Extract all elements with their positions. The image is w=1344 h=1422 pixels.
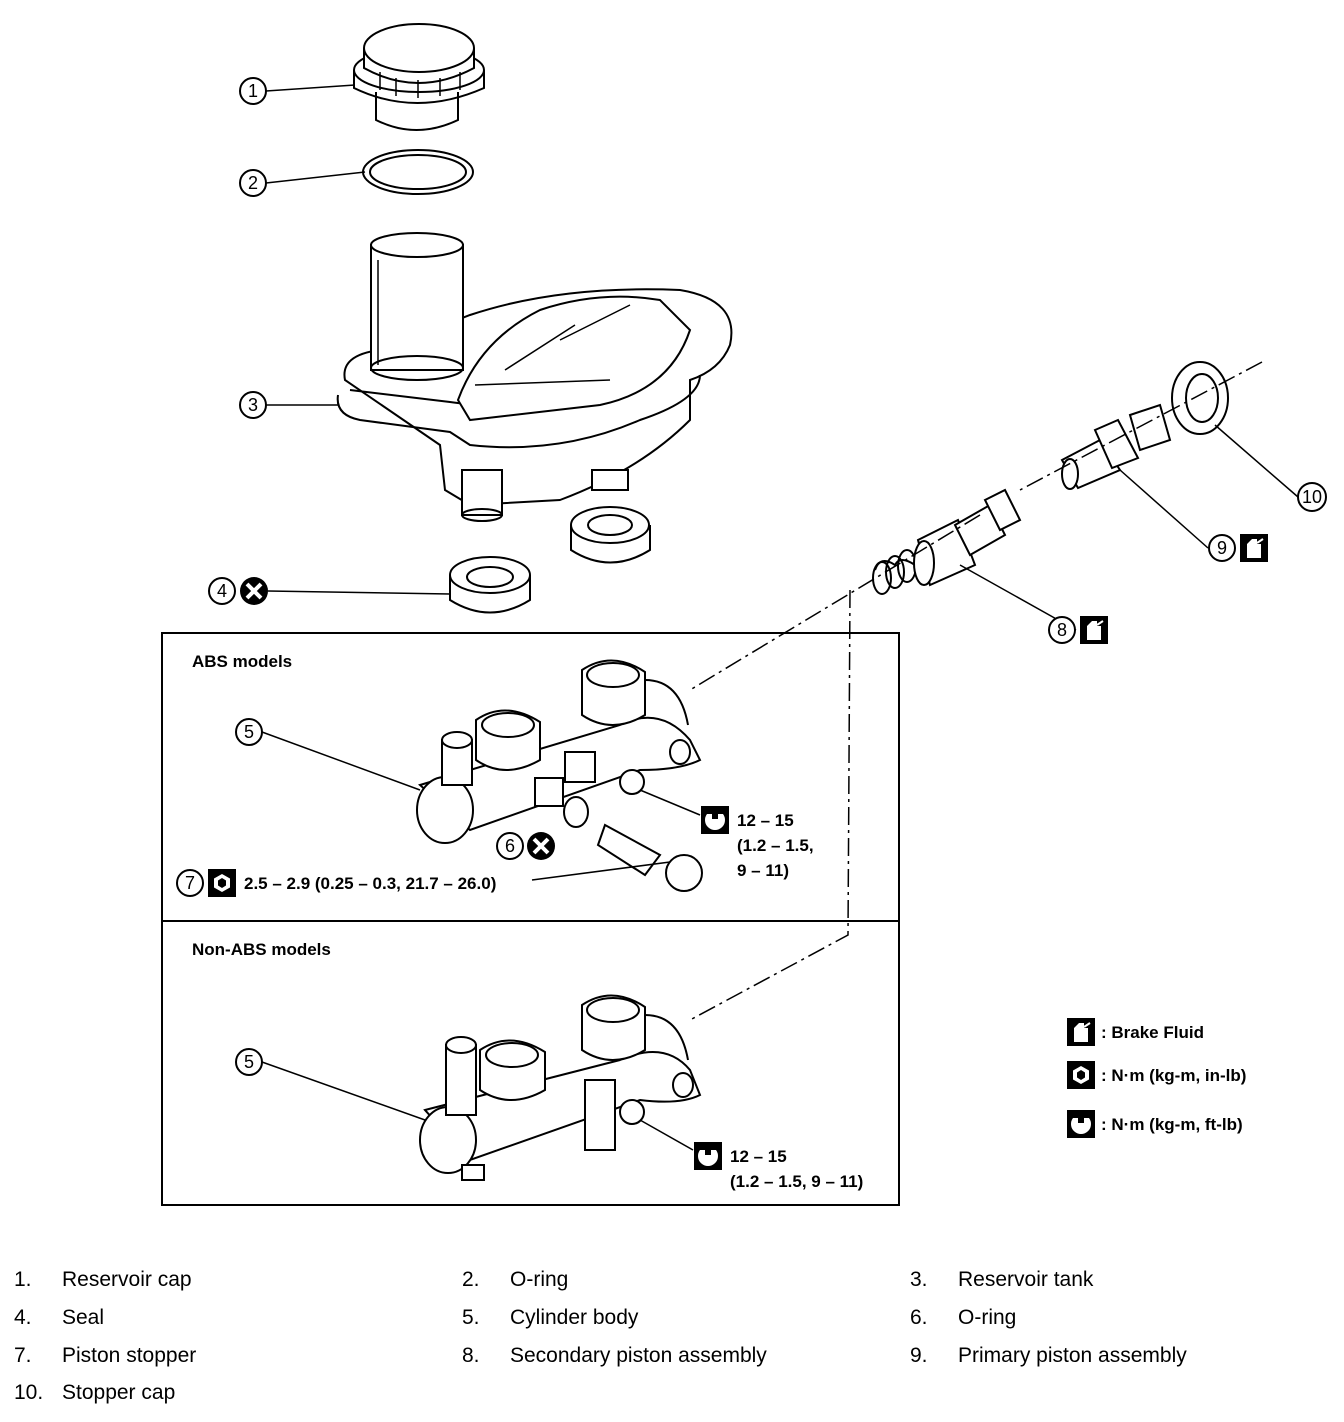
callout-8: 8 (1048, 616, 1076, 644)
legend-brake-fluid: : Brake Fluid (1101, 1023, 1204, 1042)
svg-text:6: 6 (505, 836, 515, 856)
reservoir-cap (353, 23, 485, 131)
callout-10: 10 (1297, 482, 1327, 512)
callout-2: 2 (239, 169, 267, 197)
torque-ft-lb-icon (693, 1141, 723, 1171)
assembly-axis-down (689, 589, 851, 1021)
non-abs-torque-line-1: 12 – 15 (730, 1147, 787, 1166)
x-circle-icon (525, 830, 557, 862)
torque-ft-lb-icon (1066, 1109, 1096, 1139)
primary-piston-assembly (1060, 403, 1172, 490)
callout-7: 7 (176, 869, 204, 897)
torque-ft-lb-icon (700, 805, 730, 835)
svg-text:8: 8 (1057, 620, 1067, 640)
svg-text:9: 9 (1217, 538, 1227, 558)
abs-torque-line-3: 9 – 11) (737, 861, 789, 880)
part-item: 5.Cylinder body (462, 1306, 639, 1329)
non-abs-models-box (161, 920, 900, 1206)
leader-lines (261, 84, 1299, 1151)
abs-models-title: ABS models (192, 652, 292, 671)
stopper-cap (1171, 361, 1229, 435)
callout-1: 1 (239, 77, 267, 105)
callout-6: 6 (496, 832, 524, 860)
part-item: 3.Reservoir tank (910, 1268, 1094, 1291)
part-item: 8.Secondary piston assembly (462, 1344, 767, 1367)
svg-text:4: 4 (217, 581, 227, 601)
part-item: 10.Stopper cap (14, 1381, 176, 1404)
part-item: 4.Seal (14, 1306, 105, 1329)
part-item: 7.Piston stopper (14, 1344, 197, 1367)
assembly-axis (689, 361, 1263, 691)
svg-text:5: 5 (244, 722, 254, 742)
brake-fluid-icon (1066, 1017, 1096, 1047)
legend-ft-lb: : N·m (kg-m, ft-lb) (1101, 1115, 1243, 1134)
master-cylinder-exploded-diagram: ABS models Non-ABS models (161, 23, 1327, 1206)
callout-9: 9 (1208, 534, 1236, 562)
x-circle-icon (238, 575, 270, 607)
seal-upper (570, 506, 651, 564)
part-item: 6.O-ring (910, 1306, 1017, 1329)
brake-fluid-icon (1239, 533, 1269, 563)
callout-4: 4 (208, 577, 236, 605)
legend-in-lb: : N·m (kg-m, in-lb) (1101, 1066, 1246, 1085)
cylinder-body-abs (416, 659, 703, 892)
svg-text:10: 10 (1302, 487, 1322, 507)
brake-fluid-icon (1079, 615, 1109, 645)
o-ring-top (362, 149, 474, 195)
svg-text:7: 7 (185, 873, 195, 893)
callout-5-non-abs: 5 (235, 1048, 263, 1076)
cylinder-body-non-abs (419, 994, 702, 1181)
seal (449, 556, 531, 614)
secondary-piston-assembly (872, 488, 1022, 595)
non-abs-torque-line-2: (1.2 – 1.5, 9 – 11) (730, 1172, 863, 1191)
svg-text:3: 3 (248, 395, 258, 415)
parts-list: 1.Reservoir cap 2.O-ring 3.Reservoir tan… (0, 1258, 1344, 1418)
reservoir-tank (336, 232, 733, 522)
piston-stopper-torque: 2.5 – 2.9 (0.25 – 0.3, 21.7 – 26.0) (244, 874, 496, 893)
part-item: 1.Reservoir cap (14, 1268, 192, 1291)
svg-text:1: 1 (248, 81, 258, 101)
torque-in-lb-icon (207, 868, 237, 898)
svg-text:5: 5 (244, 1052, 254, 1072)
callout-3: 3 (239, 391, 267, 419)
part-item: 9.Primary piston assembly (910, 1344, 1187, 1367)
non-abs-models-title: Non-ABS models (192, 940, 331, 959)
legend: : Brake Fluid : N·m (kg-m, in-lb) : N·m … (1066, 1017, 1246, 1139)
part-item: 2.O-ring (462, 1268, 569, 1291)
callout-5-abs: 5 (235, 718, 263, 746)
abs-torque-line-2: (1.2 – 1.5, (737, 836, 814, 855)
torque-in-lb-icon (1066, 1060, 1096, 1090)
svg-text:2: 2 (248, 173, 258, 193)
abs-torque-line-1: 12 – 15 (737, 811, 794, 830)
